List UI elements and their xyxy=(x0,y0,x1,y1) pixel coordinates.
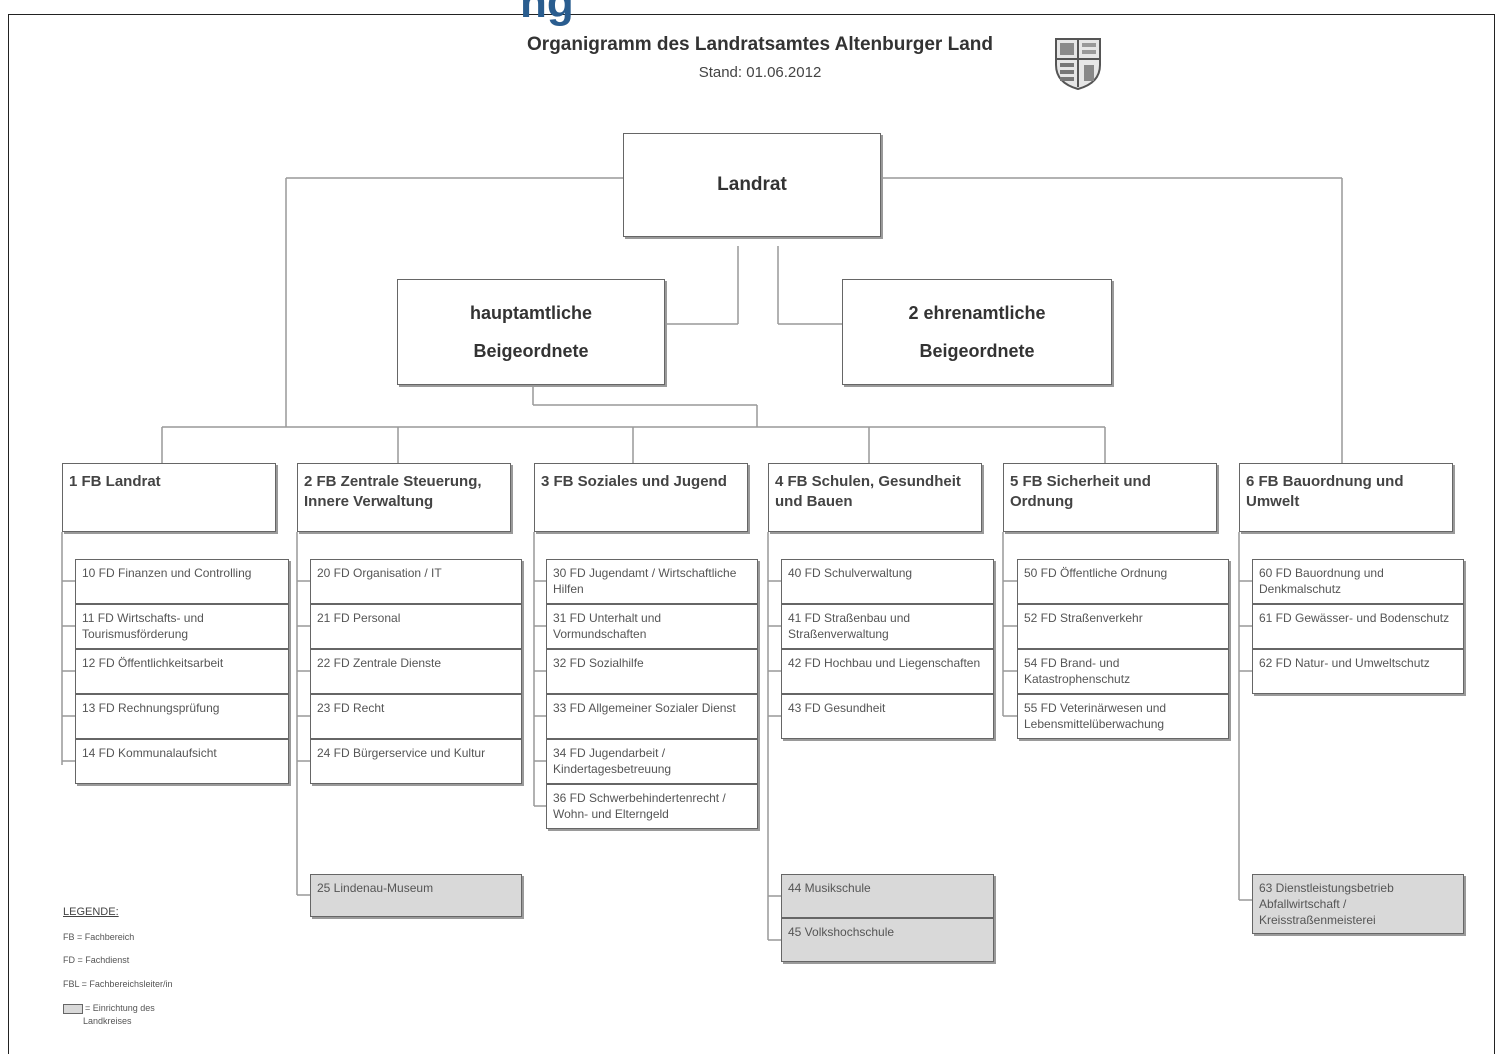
fd-box: 42 FD Hochbau und Liegenschaften xyxy=(781,649,994,694)
einrichtung-label: 45 Volkshochschule xyxy=(788,925,895,939)
fd-label: 30 FD Jugendamt / Wirtschaftliche Hilfen xyxy=(553,566,737,596)
legend-einrichtung-text-2: Landkreises xyxy=(83,1016,132,1026)
einrichtung-label: 25 Lindenau-Museum xyxy=(317,881,434,895)
fd-label: 10 FD Finanzen und Controlling xyxy=(82,566,252,580)
fd-box: 12 FD Öffentlichkeitsarbeit xyxy=(75,649,289,694)
fb-header-4: 4 FB Schulen, Gesundheit und Bauen xyxy=(768,463,982,532)
fd-box: 30 FD Jugendamt / Wirtschaftliche Hilfen xyxy=(546,559,758,604)
landrat-box: Landrat xyxy=(623,133,881,237)
fd-label: 61 FD Gewässer- und Bodenschutz xyxy=(1259,611,1450,625)
fd-box: 50 FD Öffentliche Ordnung xyxy=(1017,559,1229,604)
fd-box: 10 FD Finanzen und Controlling xyxy=(75,559,289,604)
fd-label: 40 FD Schulverwaltung xyxy=(788,566,913,580)
hauptamtliche-label: hauptamtliche xyxy=(469,303,593,323)
fd-label: 62 FD Natur- und Umweltschutz xyxy=(1259,656,1430,670)
legend-fb: FB = Fachbereich xyxy=(63,932,135,942)
einrichtung-label: 63 Dienstleistungsbetrieb Abfallwirtscha… xyxy=(1259,881,1394,927)
coat-of-arms-icon xyxy=(1055,38,1101,91)
fd-box: 61 FD Gewässer- und Bodenschutz xyxy=(1252,604,1464,649)
fd-box: 21 FD Personal xyxy=(310,604,522,649)
einrichtung-box: 44 Musikschule xyxy=(781,874,994,918)
legend-fd: FD = Fachdienst xyxy=(63,955,130,965)
hauptamtliche-beigeordnete-box: hauptamtliche Beigeordnete xyxy=(397,279,665,385)
chart-subtitle: Stand: 01.06.2012 xyxy=(698,64,822,81)
chart-title: Organigramm des Landratsamtes Altenburge… xyxy=(527,34,993,55)
fd-box: 31 FD Unterhalt und Vormundschaften xyxy=(546,604,758,649)
fd-box: 34 FD Jugendarbeit / Kindertagesbetreuun… xyxy=(546,739,758,784)
fd-box: 24 FD Bürgerservice und Kultur xyxy=(310,739,522,784)
fd-label: 20 FD Organisation / IT xyxy=(317,566,442,580)
fb-label: 3 FB Soziales und Jugend xyxy=(541,473,727,490)
legend-fbl: FBL = Fachbereichsleiter/in xyxy=(63,979,173,989)
fd-label: 34 FD Jugendarbeit / Kindertagesbetreuun… xyxy=(553,746,672,776)
fd-label: 22 FD Zentrale Dienste xyxy=(317,656,442,670)
fb-label: 4 FB Schulen, Gesundheit und Bauen xyxy=(775,473,961,510)
fd-label: 14 FD Kommunalaufsicht xyxy=(82,746,217,760)
fd-label: 24 FD Bürgerservice und Kultur xyxy=(317,746,486,760)
fd-label: 42 FD Hochbau und Liegenschaften xyxy=(788,656,981,670)
fd-box: 41 FD Straßenbau und Straßenverwaltung xyxy=(781,604,994,649)
einrichtung-label: 44 Musikschule xyxy=(788,881,871,895)
fd-box: 22 FD Zentrale Dienste xyxy=(310,649,522,694)
fd-box: 52 FD Straßenverkehr xyxy=(1017,604,1229,649)
diagram-frame xyxy=(8,14,1495,1054)
fd-label: 54 FD Brand- und Katastrophenschutz xyxy=(1024,656,1131,686)
fb-label: 6 FB Bauordnung und Umwelt xyxy=(1246,473,1404,510)
fd-label: 55 FD Veterinärwesen und Lebensmittelübe… xyxy=(1024,701,1167,731)
legend-einrichtung-text: = Einrichtung des xyxy=(85,1003,155,1013)
fd-label: 36 FD Schwerbehindertenrecht / Wohn- und… xyxy=(553,791,726,821)
einrichtung-box: 45 Volkshochschule xyxy=(781,918,994,962)
legend-einrichtung: = Einrichtung des xyxy=(63,1003,155,1014)
fd-box: 36 FD Schwerbehindertenrecht / Wohn- und… xyxy=(546,784,758,829)
fd-label: 32 FD Sozialhilfe xyxy=(553,656,644,670)
fd-box: 43 FD Gesundheit xyxy=(781,694,994,739)
fd-box: 13 FD Rechnungsprüfung xyxy=(75,694,289,739)
fd-label: 23 FD Recht xyxy=(317,701,385,715)
legend-title: LEGENDE: xyxy=(63,906,119,918)
einrichtung-box: 25 Lindenau-Museum xyxy=(310,874,522,917)
fb-label: 2 FB Zentrale Steuerung, Innere Verwaltu… xyxy=(304,473,482,510)
fd-label: 50 FD Öffentliche Ordnung xyxy=(1024,566,1168,580)
fd-label: 60 FD Bauordnung und Denkmalschutz xyxy=(1259,566,1384,596)
ehrenamtliche-beigeordnete-box: 2 ehrenamtliche Beigeordnete xyxy=(842,279,1112,385)
fd-label: 33 FD Allgemeiner Sozialer Dienst xyxy=(553,701,736,715)
fd-label: 12 FD Öffentlichkeitsarbeit xyxy=(82,656,224,670)
ehrenamtliche-label: 2 ehrenamtliche xyxy=(908,303,1046,323)
fb-header-3: 3 FB Soziales und Jugend xyxy=(534,463,748,532)
fd-label: 31 FD Unterhalt und Vormundschaften xyxy=(553,611,662,641)
fd-box: 14 FD Kommunalaufsicht xyxy=(75,739,289,784)
fd-box: 55 FD Veterinärwesen und Lebensmittelübe… xyxy=(1017,694,1229,739)
fb-header-1: 1 FB Landrat xyxy=(62,463,276,532)
landrat-label: Landrat xyxy=(717,174,787,195)
fd-label: 43 FD Gesundheit xyxy=(788,701,886,715)
fd-box: 40 FD Schulverwaltung xyxy=(781,559,994,604)
fd-box: 20 FD Organisation / IT xyxy=(310,559,522,604)
fb-header-5: 5 FB Sicherheit und Ordnung xyxy=(1003,463,1217,532)
fd-box: 60 FD Bauordnung und Denkmalschutz xyxy=(1252,559,1464,604)
fd-box: 54 FD Brand- und Katastrophenschutz xyxy=(1017,649,1229,694)
fd-box: 33 FD Allgemeiner Sozialer Dienst xyxy=(546,694,758,739)
fb-label: 1 FB Landrat xyxy=(69,473,161,490)
einrichtung-box: 63 Dienstleistungsbetrieb Abfallwirtscha… xyxy=(1252,874,1464,934)
fd-label: 52 FD Straßenverkehr xyxy=(1024,611,1143,625)
fd-box: 11 FD Wirtschafts- und Tourismusförderun… xyxy=(75,604,289,649)
hauptamtliche-label-2: Beigeordnete xyxy=(473,341,589,361)
fd-label: 13 FD Rechnungsprüfung xyxy=(82,701,220,715)
fb-header-6: 6 FB Bauordnung und Umwelt xyxy=(1239,463,1453,532)
fd-box: 62 FD Natur- und Umweltschutz xyxy=(1252,649,1464,694)
ehrenamtliche-label-2: Beigeordnete xyxy=(919,341,1035,361)
fd-box: 32 FD Sozialhilfe xyxy=(546,649,758,694)
legend-swatch xyxy=(63,1003,83,1014)
fb-header-2: 2 FB Zentrale Steuerung, Innere Verwaltu… xyxy=(297,463,511,532)
fd-label: 11 FD Wirtschafts- und Tourismusförderun… xyxy=(82,611,204,641)
fd-label: 21 FD Personal xyxy=(317,611,401,625)
page-header-fragment: ng xyxy=(520,0,574,27)
fd-box: 23 FD Recht xyxy=(310,694,522,739)
fb-label: 5 FB Sicherheit und Ordnung xyxy=(1010,473,1151,510)
fd-label: 41 FD Straßenbau und Straßenverwaltung xyxy=(788,611,911,641)
